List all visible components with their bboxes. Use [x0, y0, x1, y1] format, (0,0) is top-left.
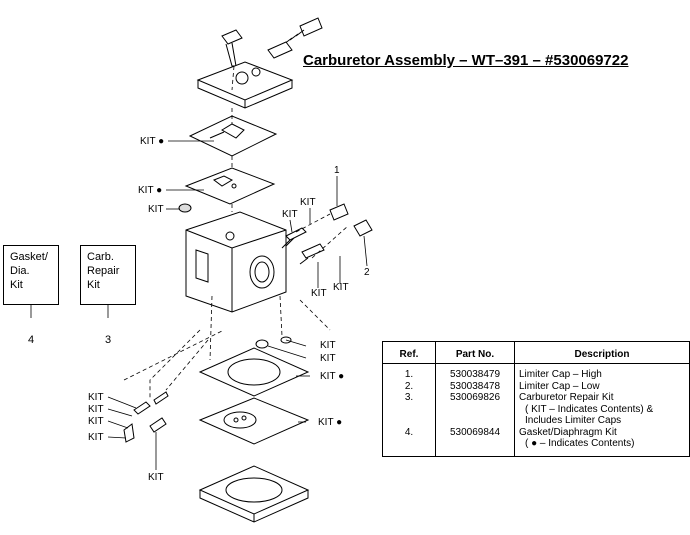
callout-kit: KIT — [333, 282, 349, 293]
table-row: 2. 530038478 Limiter Cap – Low — [382, 380, 690, 392]
inlet-needle-parts — [123, 391, 169, 443]
repair-kit-line: Carb. — [87, 251, 114, 263]
repair-kit-line: Repair — [87, 265, 120, 277]
needle-low — [299, 243, 325, 265]
limiter-cap-high — [329, 203, 349, 221]
repair-kit-box: Carb. Repair Kit — [80, 245, 136, 305]
callout-kit: KIT — [311, 288, 327, 299]
part-cell: 530038478 — [435, 380, 515, 392]
ref-cell: 1. — [382, 363, 436, 381]
parts-table: Ref. Part No. Description 1. 530038479 L… — [382, 341, 690, 457]
table-header-row: Ref. Part No. Description — [382, 341, 690, 364]
callout-kit: KIT — [148, 204, 164, 215]
gasket-kit-line: Gasket/ — [10, 251, 48, 263]
repair-kit-line: Kit — [87, 279, 100, 291]
diagram-title: Carburetor Assembly – WT–391 – #53006972… — [303, 52, 629, 69]
desc-cell: Carburetor Repair Kit ( KIT – Indicates … — [515, 392, 690, 427]
callout-kit: KIT — [88, 404, 104, 415]
desc-cell: Limiter Cap – High — [519, 369, 602, 380]
fuel-inlet-fitting — [267, 17, 323, 59]
gasket-kit-line: Dia. — [10, 265, 30, 277]
callout-kit-dot: KIT ● — [320, 371, 345, 382]
ref-cell: 2. — [382, 380, 436, 392]
repair-kit-number: 3 — [105, 334, 112, 346]
callout-kit: KIT — [300, 197, 316, 208]
callout-kit-dot: KIT ● — [140, 136, 165, 147]
metering-diaphragm — [198, 397, 310, 445]
callout-kit: KIT — [88, 432, 104, 443]
desc-line: Includes Limiter Caps — [525, 415, 622, 426]
part-cell: 530069844 — [435, 426, 515, 456]
callout-kit: KIT — [282, 209, 298, 220]
metering-gasket — [198, 347, 310, 397]
callout-ref-2: 2 — [364, 267, 370, 278]
inlet-screen — [178, 203, 192, 213]
gasket-kit-box: Gasket/ Dia. Kit — [3, 245, 59, 305]
gasket-kit-line: Kit — [10, 279, 23, 291]
pump-cover — [196, 61, 294, 109]
callout-kit: KIT — [320, 353, 336, 364]
desc-cell: Limiter Cap – Low — [519, 380, 600, 392]
col-desc-header: Description — [514, 341, 690, 364]
part-cell: 530069826 — [435, 392, 515, 427]
desc-line: Carburetor Repair Kit — [519, 392, 614, 403]
callout-kit-dot: KIT ● — [138, 185, 163, 196]
pump-gasket — [184, 167, 276, 205]
gasket-kit-number: 4 — [28, 334, 35, 346]
ref-cell: 4. — [382, 426, 436, 456]
limiter-cap-low — [353, 219, 373, 237]
callout-kit-dot: KIT ● — [318, 417, 343, 428]
needle-high — [281, 227, 307, 249]
table-row: 4. 530069844 Gasket/Diaphragm Kit ( ● – … — [382, 426, 690, 457]
callout-kit: KIT — [88, 416, 104, 427]
ref-cell: 3. — [382, 392, 436, 427]
table-row: 3. 530069826 Carburetor Repair Kit ( KIT… — [382, 392, 690, 427]
col-ref-header: Ref. — [382, 341, 436, 364]
callout-kit: KIT — [320, 340, 336, 351]
callout-ref-1: 1 — [334, 165, 340, 176]
table-row: 1. 530038479 Limiter Cap – High — [382, 363, 690, 381]
part-cell: 530038479 — [435, 363, 515, 381]
desc-line: Gasket/Diaphragm Kit — [519, 426, 617, 438]
callout-kit: KIT — [88, 392, 104, 403]
screw-top — [221, 29, 243, 67]
pump-diaphragm — [188, 115, 278, 157]
desc-cell: Gasket/Diaphragm Kit ( ● – Indicates Con… — [515, 427, 690, 457]
metering-cover — [198, 465, 310, 523]
callout-kit: KIT — [148, 472, 164, 483]
col-part-header: Part No. — [435, 341, 515, 364]
carburetor-body — [185, 211, 287, 313]
desc-line: ( ● – Indicates Contents) — [525, 438, 635, 449]
desc-line: ( KIT – Indicates Contents) & — [525, 403, 654, 415]
